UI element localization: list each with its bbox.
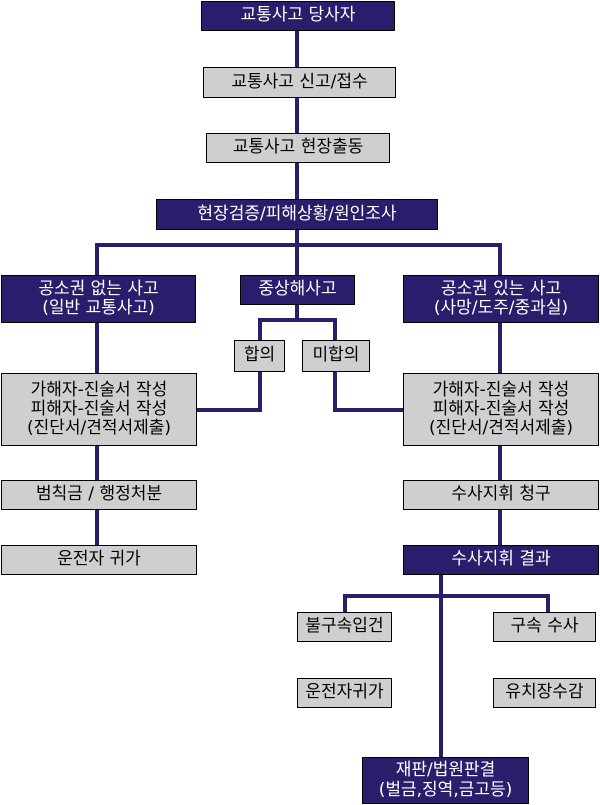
node-site-dispatch: 교통사고 현장출동 xyxy=(206,133,390,163)
node-jail-custody: 유치장수감 xyxy=(493,678,596,708)
node-fine-administrative: 범칙금 / 행정처분 xyxy=(1,480,197,510)
node-text: 수사지휘 결과 xyxy=(451,549,551,570)
node-request-direction: 수사지휘 청구 xyxy=(403,480,599,510)
node-text: 재판/법원판결 xyxy=(395,760,496,781)
node-trial-judgment: 재판/법원판결 (벌금,징역,금고등) xyxy=(362,757,529,804)
node-serious-injury-accident: 중상해사고 xyxy=(240,275,355,305)
node-text: (사망/도주/중과실) xyxy=(433,298,569,318)
node-no-detention: 불구속입건 xyxy=(297,612,392,642)
node-prosecution-accident: 공소권 있는 사고 (사망/도주/중과실) xyxy=(403,275,599,323)
node-text: 유치장수감 xyxy=(505,682,584,703)
node-text: 운전자 귀가 xyxy=(57,549,141,570)
node-direction-result: 수사지휘 결과 xyxy=(403,545,599,575)
node-site-investigation: 현장검증/피해상황/원인조사 xyxy=(156,199,438,230)
node-traffic-accident-party: 교통사고 당사자 xyxy=(201,1,395,31)
node-text: 현장검증/피해상황/원인조사 xyxy=(197,203,397,224)
node-text: 중상해사고 xyxy=(258,279,337,300)
node-text: 미합의 xyxy=(312,345,360,366)
node-text: 공소권 없는 사고 xyxy=(38,278,159,299)
node-text: 불구속입건 xyxy=(305,616,384,637)
node-detention-investigation: 구속 수사 xyxy=(493,612,596,642)
node-text: 교통사고 신고/접수 xyxy=(231,71,368,92)
node-statements-left: 가해자-진술서 작성 피해자-진술서 작성 (진단서/견적서제출) xyxy=(1,373,197,446)
node-text: 구속 수사 xyxy=(510,616,579,637)
node-statements-right: 가해자-진술서 작성 피해자-진술서 작성 (진단서/견적서제출) xyxy=(403,373,599,446)
node-driver-return-left: 운전자 귀가 xyxy=(1,545,197,575)
node-no-agreement: 미합의 xyxy=(302,340,370,372)
node-text: (진단서/견적서제출) xyxy=(428,418,574,439)
node-text: (진단서/견적서제출) xyxy=(26,418,172,439)
node-text: 가해자-진술서 작성 xyxy=(432,379,570,400)
node-text: 운전자귀가 xyxy=(305,682,384,703)
node-agreement: 합의 xyxy=(234,340,285,372)
node-text: (벌금,징역,금고등) xyxy=(378,779,513,800)
node-driver-return-right: 운전자귀가 xyxy=(297,678,392,708)
node-text: 합의 xyxy=(243,345,276,366)
node-report-receipt: 교통사고 신고/접수 xyxy=(203,67,396,98)
node-text: 수사지휘 청구 xyxy=(451,484,551,505)
node-text: 피해자-진술서 작성 xyxy=(432,398,570,419)
node-text: 교통사고 현장출동 xyxy=(232,137,364,158)
node-text: 공소권 있는 사고 xyxy=(440,278,562,299)
node-text: 가해자-진술서 작성 xyxy=(30,379,168,400)
node-no-prosecution-accident: 공소권 없는 사고 (일반 교통사고) xyxy=(1,275,196,323)
node-text: 교통사고 당사자 xyxy=(240,5,356,26)
node-text: 범칙금 / 행정처분 xyxy=(35,484,162,505)
node-text: 피해자-진술서 작성 xyxy=(30,398,168,419)
node-text: (일반 교통사고) xyxy=(42,298,155,318)
